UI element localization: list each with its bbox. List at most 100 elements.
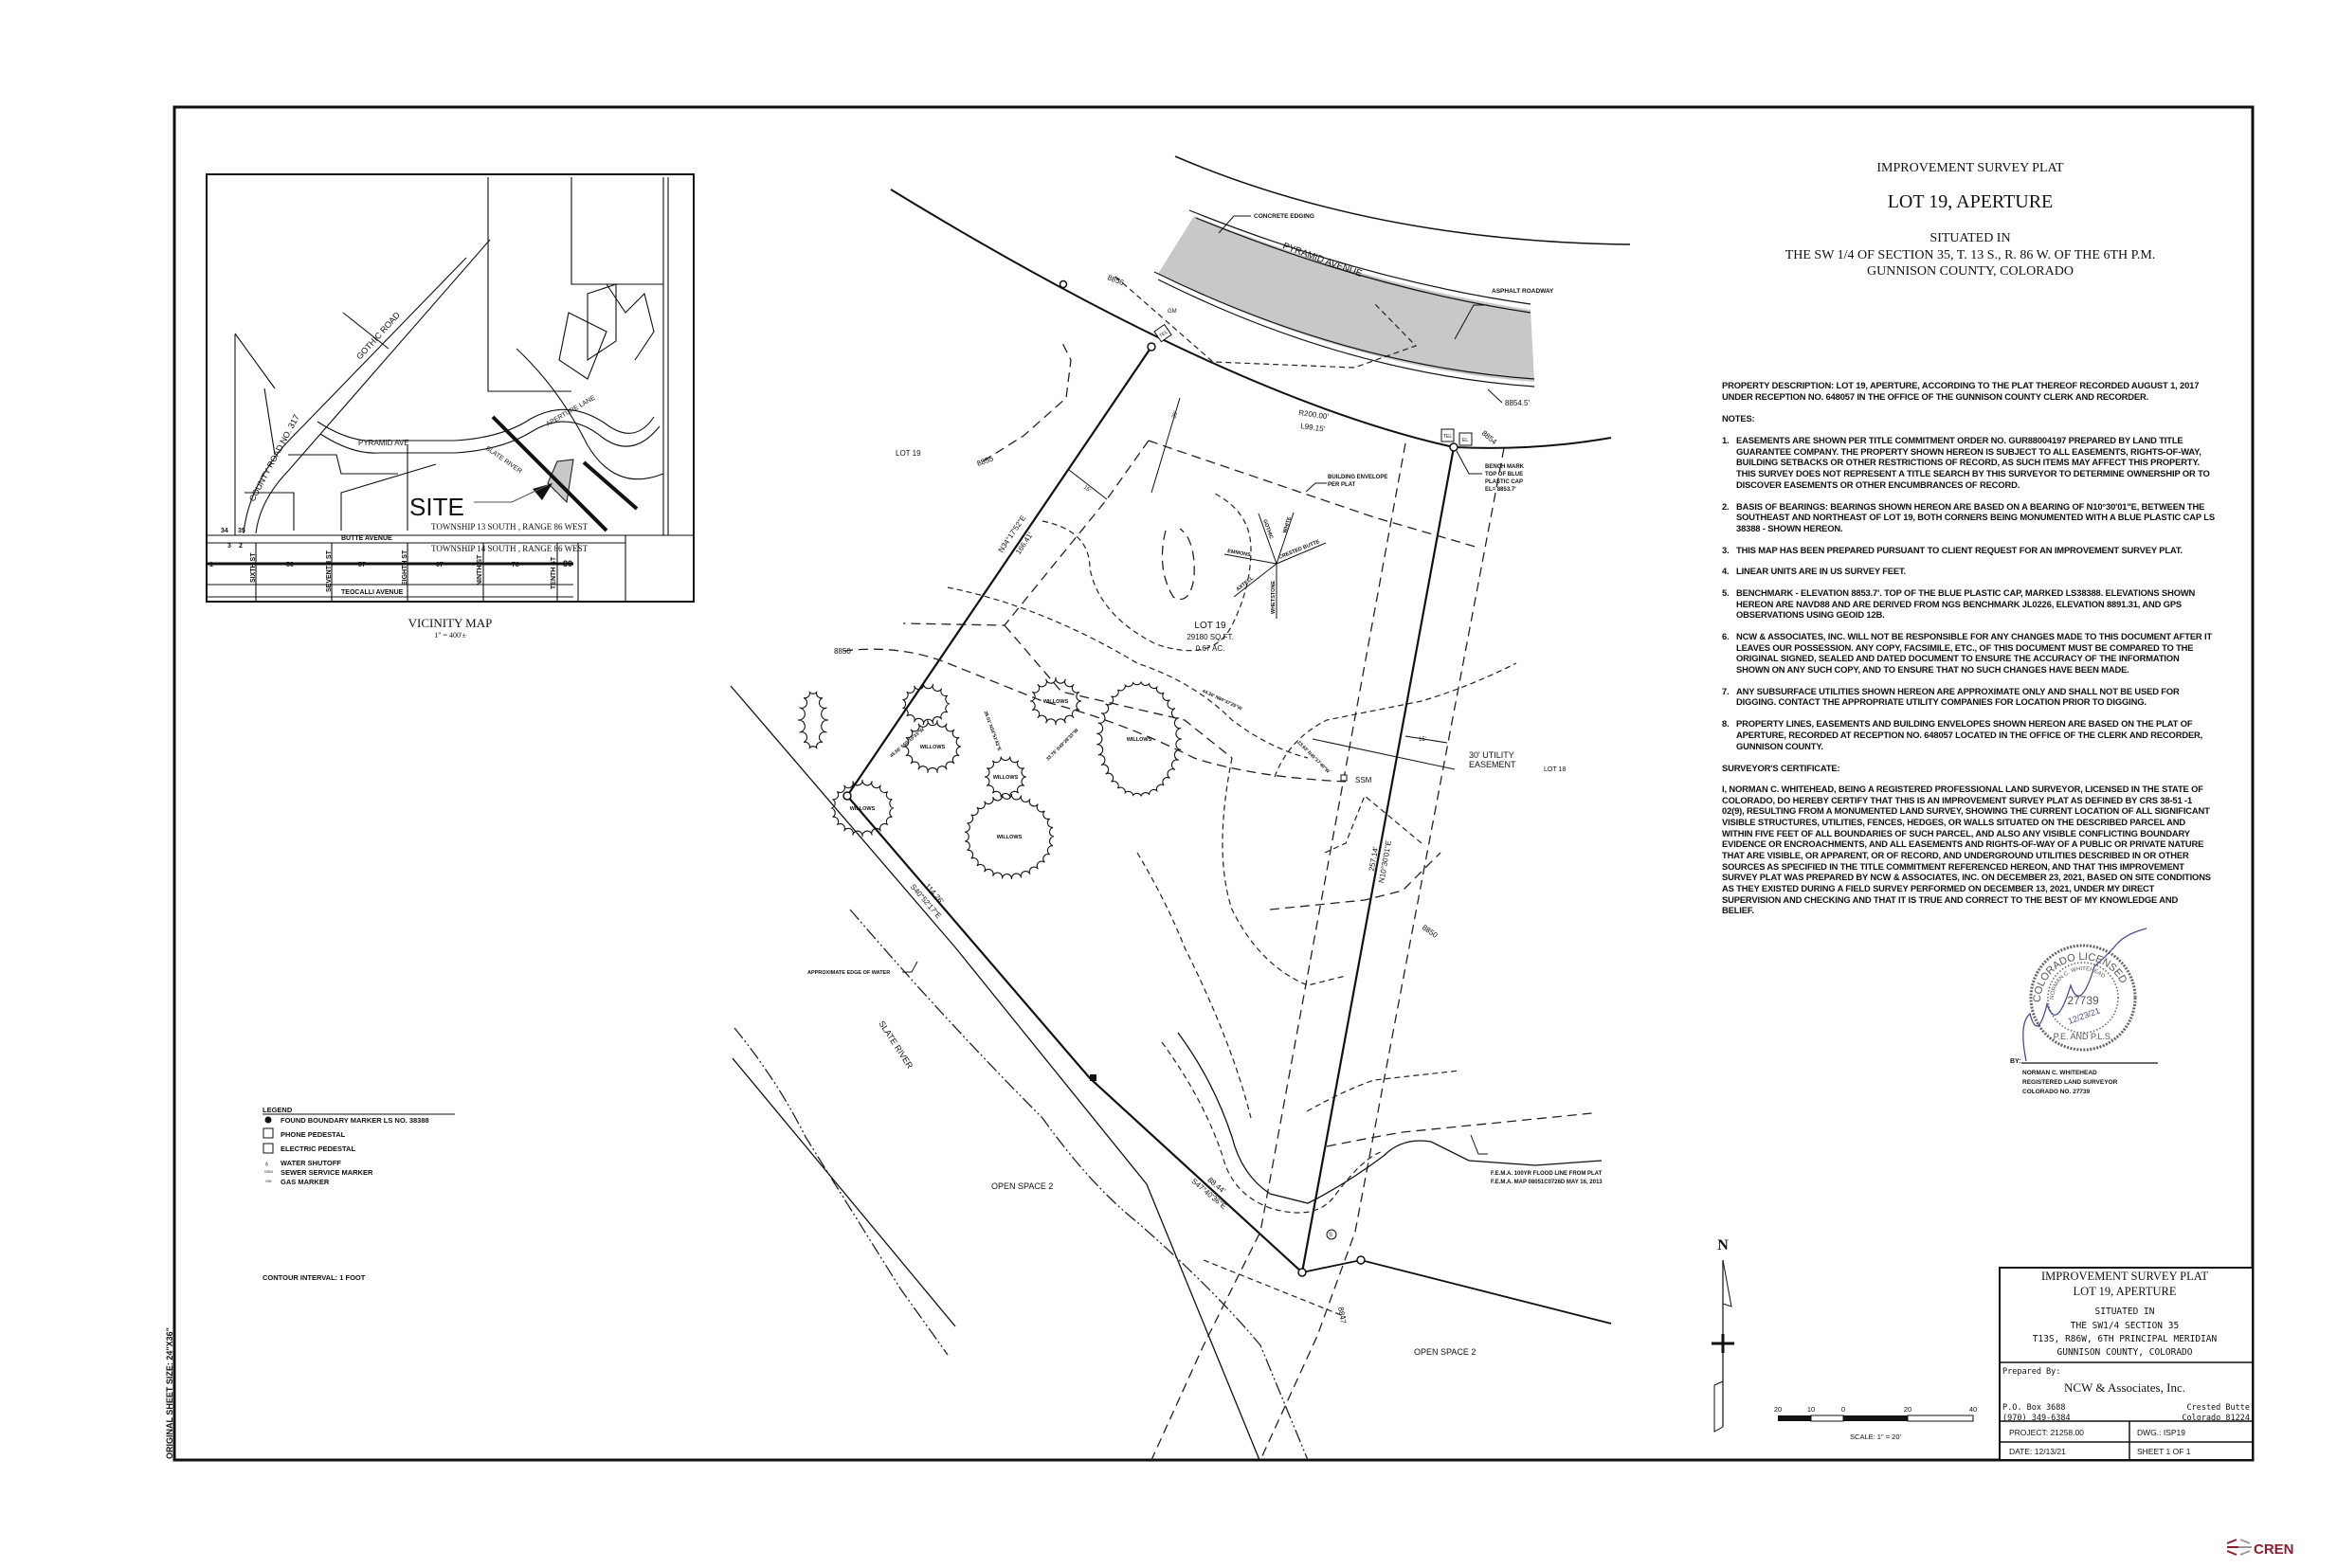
svg-text:GM: GM [265, 1179, 271, 1183]
note-text: LEAVES OUR POSSESSION. ANY COPY, FACSIMI… [1736, 641, 2194, 653]
svg-text:SSM: SSM [1355, 776, 1372, 784]
asphalt-roadway [1158, 216, 1534, 382]
note-line: 7.ANY SUBSURFACE UTILITIES SHOWN HEREON … [1722, 686, 2211, 697]
svg-text:BUILDING ENVELOPE: BUILDING ENVELOPE [1328, 475, 1387, 480]
note-line: GUNNISON COUNTY. [1722, 741, 2211, 752]
lot-area-sqft: 29180 SQ.FT. [1187, 633, 1233, 641]
svg-text:COLORADO NO. 27739: COLORADO NO. 27739 [2022, 1089, 2091, 1095]
svg-text:33.76' S49°28'33"W: 33.76' S49°28'33"W [1045, 728, 1080, 763]
site-arrow-icon [533, 483, 553, 500]
notes-heading-text: NOTES: [1722, 413, 1755, 424]
river-label: SLATE RIVER [877, 1019, 915, 1071]
note-number: 6. [1722, 631, 1730, 641]
svg-text:20: 20 [1774, 1405, 1782, 1414]
svg-text:EASEMENT: EASEMENT [1469, 760, 1516, 769]
note-line: 3.THIS MAP HAS BEEN PREPARED PURSUANT TO… [1722, 545, 2211, 556]
certificate-line-text: I, NORMAN C. WHITEHEAD, BEING A REGISTER… [1722, 783, 2203, 794]
note-line: 8.PROPERTY LINES, EASEMENTS AND BUILDING… [1722, 718, 2211, 730]
view-rose [1223, 512, 1327, 619]
note-line: LEAVES OUR POSSESSION. ANY COPY, FACSIMI… [1722, 642, 2211, 654]
svg-text:DWG.: ISP19: DWG.: ISP19 [2137, 1428, 2185, 1437]
note-number: 4. [1722, 566, 1730, 577]
certificate-line-text: THAT ARE VISIBLE, OR APPARENT, OR OF REC… [1722, 850, 2189, 860]
willows-label: WILLOWS [1127, 737, 1152, 743]
svg-text:8854: 8854 [1480, 429, 1499, 447]
cren-logo: CREN [2226, 1539, 2294, 1558]
note-number: 1. [1722, 435, 1730, 446]
willow-clump-icon [830, 779, 895, 838]
willow-clump-icon [984, 756, 1027, 798]
svg-text:Prepared By:: Prepared By: [2002, 1367, 2060, 1377]
svg-text:TOWNSHIP 14 SOUTH , RANGE 86 W: TOWNSHIP 14 SOUTH , RANGE 86 WEST [431, 544, 589, 553]
svg-text:Crested Butte: Crested Butte [2186, 1403, 2250, 1413]
willows-label: WILLOWS [920, 745, 946, 750]
vicinity-map-title: VICINITY MAP [408, 616, 493, 630]
svg-text:ELECTRIC PEDESTAL: ELECTRIC PEDESTAL [281, 1144, 355, 1153]
note-number: 8. [1722, 718, 1730, 730]
svg-text:NORMAN C. WHITEHEAD: NORMAN C. WHITEHEAD [2022, 1070, 2097, 1076]
svg-text:GUNNISON COUNTY, COLORADO: GUNNISON COUNTY, COLORADO [2057, 1347, 2193, 1358]
sheet-border [172, 105, 2255, 1462]
certificate-heading-text: SURVEYOR'S CERTIFICATE: [1722, 763, 1840, 774]
svg-text:SHEET 1 OF 1: SHEET 1 OF 1 [2137, 1447, 2191, 1456]
svg-text:GOTHIC: GOTHIC [1261, 519, 1274, 540]
property-description-line-text: UNDER RECEPTION NO. 648057 IN THE OFFICE… [1722, 390, 2149, 402]
svg-text:PLASTIC CAP: PLASTIC CAP [1485, 479, 1523, 485]
note-line: 5.BENCHMARK - ELEVATION 8853.7'. TOP OF … [1722, 587, 2211, 599]
note-number: 2. [1722, 500, 1730, 512]
svg-text:CONCRETE EDGING: CONCRETE EDGING [1254, 213, 1314, 220]
original-sheet-size: ORIGINAL SHEET SIZE: 24"X36" [165, 1327, 174, 1459]
svg-text:8850: 8850 [1421, 923, 1440, 940]
plat-header: IMPROVEMENT SURVEY PLAT LOT 19, APERTURE… [1785, 161, 2156, 279]
notes-heading: NOTES: [1722, 413, 2211, 424]
willow-clump-icon [797, 691, 829, 749]
svg-text:8847: 8847 [1336, 1307, 1348, 1325]
svg-text:BUTTE AVENUE: BUTTE AVENUE [341, 535, 392, 542]
svg-text:10: 10 [1807, 1405, 1815, 1414]
svg-text:25': 25' [1171, 410, 1179, 419]
lot-area-acres: 0.67 AC. [1196, 644, 1225, 653]
note-line: ORIGINAL SIGNED, SEALED AND DATED DOCUME… [1722, 653, 2211, 664]
willows-label: WILLOWS [997, 835, 1023, 840]
svg-text:CRESTED BUTTE: CRESTED BUTTE [1278, 539, 1321, 561]
willow-clump-icon [965, 794, 1055, 879]
note-line: SHOWN ON ANY SUCH COPY, AND TO ENSURE TH… [1722, 664, 2211, 676]
note-text: DISCOVER EASEMENTS OR OTHER ENCUMBRANCES… [1736, 478, 2020, 490]
certificate-line-text: SOURCES AS SPECIFIED IN THE TITLE COMMIT… [1722, 860, 2184, 872]
note-line: 2. BASIS OF BEARINGS: BEARINGS SHOWN HERE… [1722, 501, 2211, 513]
note-line: GUARANTEE COMPANY. THE PROPERTY SHOWN HE… [1722, 446, 2211, 458]
svg-text:23.93' N45°17'40"W: 23.93' N45°17'40"W [1295, 740, 1331, 775]
signature-icon [2022, 928, 2147, 1062]
note-text: ORIGINAL SIGNED, SEALED AND DATED DOCUME… [1736, 653, 2180, 664]
certificate-line-text: AS THEY EXISTED DURING A FIELD SURVEY PE… [1722, 883, 2155, 894]
svg-text:BY:: BY: [2010, 1058, 2021, 1065]
note-text: ANY SUBSURFACE UTILITIES SHOWN HEREON AR… [1736, 685, 2180, 696]
svg-text:2: 2 [239, 543, 243, 550]
note-text: BASIS OF BEARINGS: BEARINGS SHOWN HEREON… [1736, 500, 2205, 512]
svg-text:OPEN SPACE 2: OPEN SPACE 2 [1414, 1347, 1476, 1357]
svg-text:NINTH ST: NINTH ST [477, 554, 483, 586]
svg-text:THE SW 1/4 OF SECTION 35, T. 1: THE SW 1/4 OF SECTION 35, T. 13 S., R. 8… [1785, 248, 2156, 262]
svg-text:8855: 8855 [976, 454, 995, 468]
svg-text:GM: GM [1168, 309, 1177, 315]
willows-label: WILLOWS [1043, 699, 1069, 705]
svg-text:LOT 19, APERTURE: LOT 19, APERTURE [2073, 1285, 2176, 1298]
svg-text:N: N [1717, 1237, 1729, 1253]
signature-block: BY: NORMAN C. WHITEHEAD REGISTERED LAND … [2010, 1058, 2158, 1095]
svg-text:EIGHTH ST: EIGHTH ST [402, 550, 408, 586]
svg-text:15': 15' [1419, 737, 1426, 743]
svg-text:DATE: 12/13/21: DATE: 12/13/21 [2009, 1447, 2066, 1456]
svg-text:BENCH MARK: BENCH MARK [1485, 464, 1525, 470]
title-block: IMPROVEMENT SURVEY PLAT LOT 19, APERTURE… [1999, 1267, 2254, 1461]
phone-pedestal-icon [263, 1127, 274, 1139]
certificate-line-text: 02(9), RESULTING FROM A MONUMENTED LAND … [1722, 805, 2210, 817]
svg-text:IMPROVEMENT SURVEY PLAT: IMPROVEMENT SURVEY PLAT [1876, 161, 2064, 175]
note-text: LINEAR UNITS ARE IN US SURVEY FEET. [1736, 566, 1906, 577]
certificate-line: THAT ARE VISIBLE, OR APPARENT, OR OF REC… [1722, 850, 2211, 861]
vicinity-site-label: SITE [409, 493, 464, 521]
svg-text:SEVENTH ST: SEVENTH ST [326, 550, 333, 592]
note-text: HEREON ARE NAVD88 AND ARE DERIVED FROM N… [1736, 598, 2183, 609]
svg-text:28.01' N34°51'43"E: 28.01' N34°51'43"E [983, 711, 1003, 752]
plat-title: LOT 19, APERTURE [1888, 191, 2054, 212]
